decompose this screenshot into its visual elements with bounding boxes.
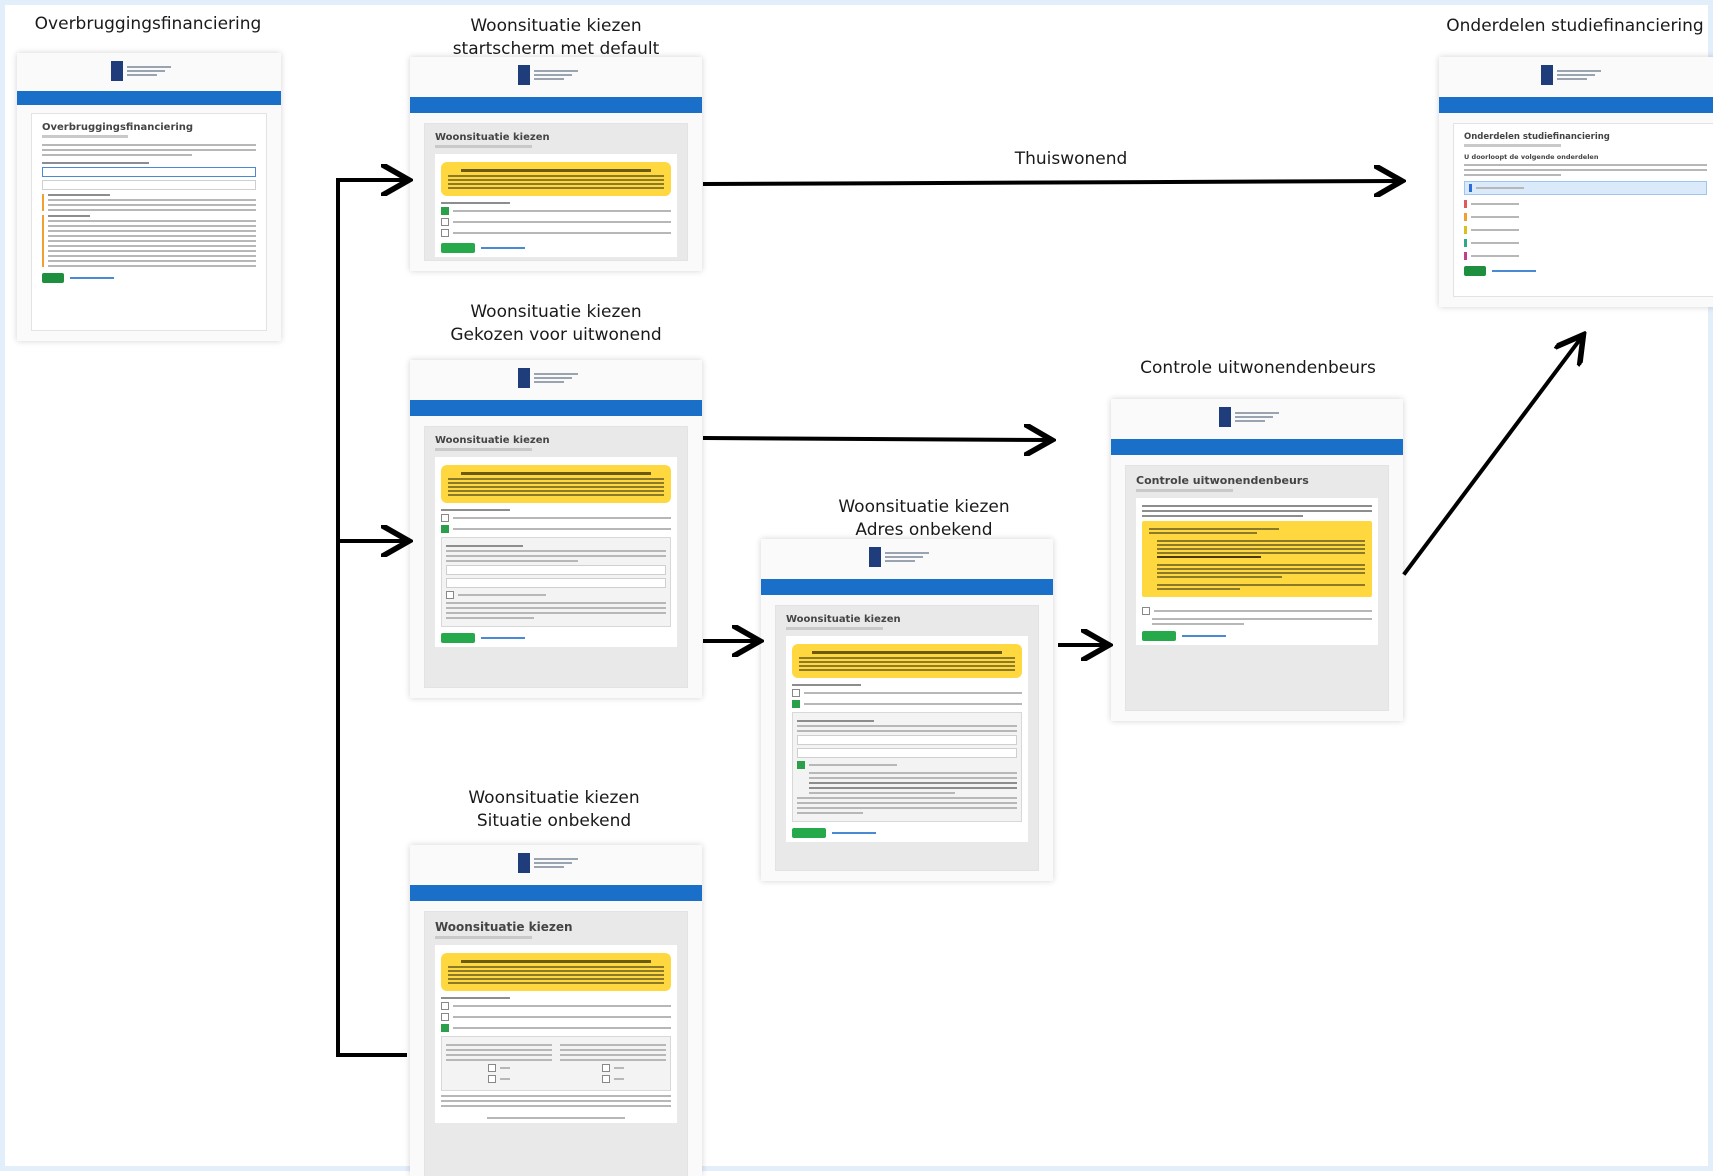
onderdeel-step: [1464, 252, 1707, 260]
screen-woonsituatie-adres-onbekend: Woonsituatie kiezen: [761, 539, 1053, 881]
onderdeel-step: [1464, 239, 1707, 247]
onderdelen-subtitle: U doorloopt de volgende onderdelen: [1464, 153, 1599, 161]
info-notice: [792, 644, 1022, 678]
verder-button[interactable]: [792, 828, 826, 838]
postcode-input[interactable]: [797, 748, 1017, 758]
screen-overbruggingsfinanciering: Overbruggingsfinanciering: [17, 53, 281, 341]
step-color-marker: [1464, 239, 1467, 247]
checkbox-thuiswonend[interactable]: [441, 514, 449, 522]
verder-button[interactable]: [1464, 266, 1486, 276]
arrow-uitwonend-to-controle: [702, 438, 1048, 440]
rijksoverheid-logo: [518, 65, 578, 85]
verder-button[interactable]: [42, 273, 64, 283]
checkbox-uitwonend[interactable]: [441, 218, 449, 226]
straatnaam-input[interactable]: [797, 735, 1017, 745]
arrow-controle-to-onderdelen: [1402, 338, 1581, 576]
checkbox-adres-onbekend[interactable]: [446, 591, 454, 599]
checkbox-ja-1[interactable]: [488, 1064, 496, 1072]
onderdeel-step: [1464, 200, 1707, 208]
onderdeel-step: [1464, 226, 1707, 234]
caption-onderdelen: Onderdelen studiefinanciering: [1446, 16, 1704, 36]
verder-button[interactable]: [441, 243, 475, 253]
onderdeel-step: [1464, 181, 1707, 195]
checkbox-weet-niet[interactable]: [441, 229, 449, 237]
flow-arrows: [336, 5, 1713, 1057]
screen-woonsituatie-default: Woonsituatie kiezen: [410, 57, 702, 271]
screen-title: Overbruggingsfinanciering: [42, 122, 194, 133]
checkbox-ja-2[interactable]: [602, 1064, 610, 1072]
step-color-marker: [1464, 213, 1467, 221]
screen-title: Onderdelen studiefinanciering: [1464, 132, 1610, 142]
step-color-marker: [1464, 252, 1467, 260]
header-bar: [1111, 439, 1403, 455]
step-color-marker: [1464, 200, 1467, 208]
screen-woonsituatie-situatie-onbekend: Woonsituatie kiezen: [410, 845, 702, 1176]
rijksoverheid-logo: [869, 547, 929, 567]
rijksoverheid-logo: [1219, 407, 1279, 427]
checkbox-thuiswonend[interactable]: [792, 689, 800, 697]
checkbox-thuiswonend[interactable]: [441, 1002, 449, 1010]
checkbox-nee-1[interactable]: [488, 1075, 496, 1083]
info-notice: [441, 465, 671, 503]
checkbox-uitwonend[interactable]: [441, 525, 449, 533]
checkbox-adres-onbekend[interactable]: [797, 761, 805, 769]
screen-title: Woonsituatie kiezen: [435, 920, 573, 934]
screen-controle-uitwonendenbeurs: Controle uitwonendenbeurs: [1111, 399, 1403, 721]
header-bar: [1439, 97, 1713, 113]
screen-title: Woonsituatie kiezen: [435, 132, 550, 143]
onderdelen-steps: [1464, 181, 1707, 260]
screen-title: Woonsituatie kiezen: [435, 435, 550, 446]
step-color-marker: [1464, 226, 1467, 234]
screen-woonsituatie-uitwonend: Woonsituatie kiezen: [410, 360, 702, 698]
controle-notice: [1142, 521, 1372, 597]
verder-button[interactable]: [441, 633, 475, 643]
onderdeel-step: [1464, 213, 1707, 221]
step-color-marker: [1469, 184, 1472, 192]
rijksoverheid-logo: [518, 853, 578, 873]
rijksoverheid-logo: [518, 368, 578, 388]
caption-overbruggingsfinanciering: Overbruggingsfinanciering: [34, 14, 262, 34]
screen-title: Controle uitwonendenbeurs: [1136, 474, 1309, 487]
info-notice: [441, 953, 671, 991]
header-bar: [410, 97, 702, 113]
header-bar: [17, 91, 281, 105]
postcode-input[interactable]: [446, 578, 666, 588]
checkbox-akkoord[interactable]: [1142, 607, 1150, 615]
arrow-thuiswonend: [702, 181, 1398, 184]
straatnaam-input[interactable]: [446, 565, 666, 575]
rijksoverheid-logo: [111, 61, 171, 81]
checkbox-uitwonend[interactable]: [792, 700, 800, 708]
checkbox-thuiswonend[interactable]: [441, 207, 449, 215]
header-bar: [410, 885, 702, 901]
info-notice: [441, 162, 671, 196]
rijksoverheid-logo: [1540, 65, 1601, 85]
header-bar: [761, 579, 1053, 595]
header-bar: [410, 400, 702, 416]
screen-title: Woonsituatie kiezen: [786, 614, 901, 625]
caption-controle: Controle uitwonendenbeurs: [1140, 358, 1376, 378]
checkbox-weet-niet[interactable]: [441, 1024, 449, 1032]
verder-button[interactable]: [1142, 631, 1176, 641]
checkbox-uitwonend[interactable]: [441, 1013, 449, 1021]
screen-onderdelen-studiefinanciering: Onderdelen studiefinanciering U doorloop…: [1439, 57, 1713, 307]
label-thuiswonend: Thuiswonend: [1014, 149, 1128, 169]
checkbox-nee-2[interactable]: [602, 1075, 610, 1083]
